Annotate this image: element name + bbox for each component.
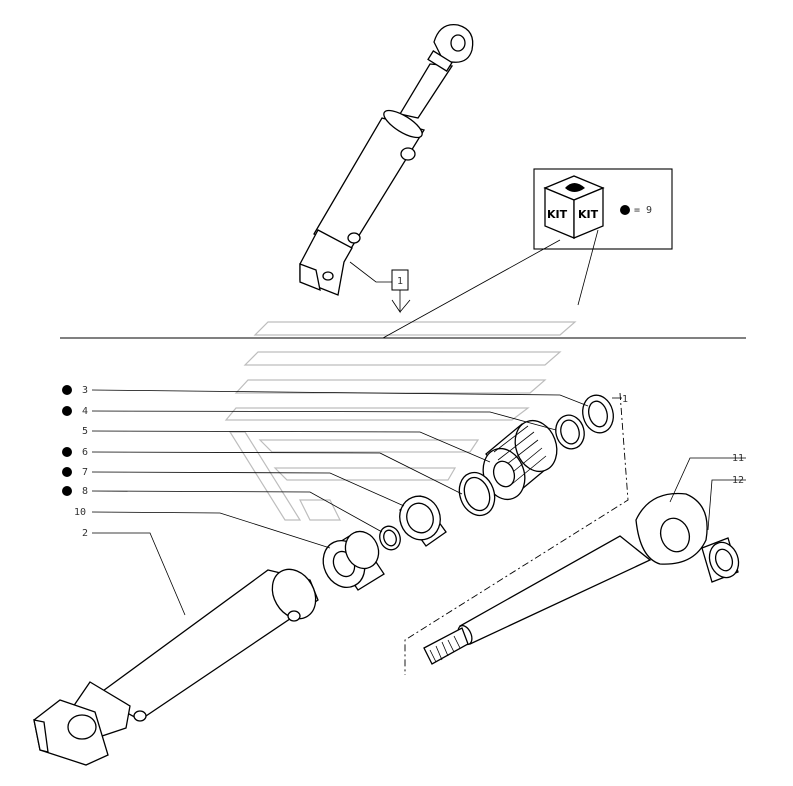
kit-legend: KIT KIT = 9 — [533, 168, 673, 250]
part-label-5: 5 — [82, 426, 88, 437]
bullet-6 — [62, 447, 72, 457]
watermark-logo — [224, 321, 577, 521]
part-label-4: 4 — [82, 406, 88, 417]
part-label-3: 3 — [82, 385, 88, 396]
part-4-ring — [555, 414, 585, 450]
part-label-7: 7 — [82, 467, 88, 478]
part-label-12: 12 — [732, 475, 744, 486]
kit-equals-text: = 9 — [634, 205, 652, 216]
part-8-oring — [379, 525, 401, 551]
bullet-7 — [62, 467, 72, 477]
part-6-ring — [458, 471, 496, 517]
part-12-bushing — [701, 537, 740, 583]
part-3-ring — [582, 394, 614, 434]
kit-label-left: KIT — [547, 208, 568, 221]
part-10-nut — [322, 530, 385, 591]
part-label-1: 1 — [397, 276, 403, 287]
leader-lines — [91, 389, 746, 616]
part-label-11: 11 — [732, 453, 744, 464]
part-label-10: 10 — [74, 507, 86, 518]
bullet-8 — [62, 486, 72, 496]
part-label-8: 8 — [82, 486, 88, 497]
part-11-rod — [423, 492, 708, 665]
part-label-6: 6 — [82, 447, 88, 458]
kit-label-right: KIT — [578, 208, 599, 221]
kit-bullet — [620, 205, 630, 215]
assembled-cylinder — [299, 23, 474, 296]
kit-cube-emblem — [565, 183, 585, 192]
bullet-4 — [62, 406, 72, 416]
part-7-seal — [399, 495, 447, 547]
part-5-gland — [482, 419, 558, 501]
bullet-3 — [62, 385, 72, 395]
part-label-1-right: 1 — [622, 394, 628, 405]
kit-marked-bullets — [62, 385, 72, 496]
part-2-barrel — [33, 568, 319, 766]
part-label-2: 2 — [82, 528, 88, 539]
